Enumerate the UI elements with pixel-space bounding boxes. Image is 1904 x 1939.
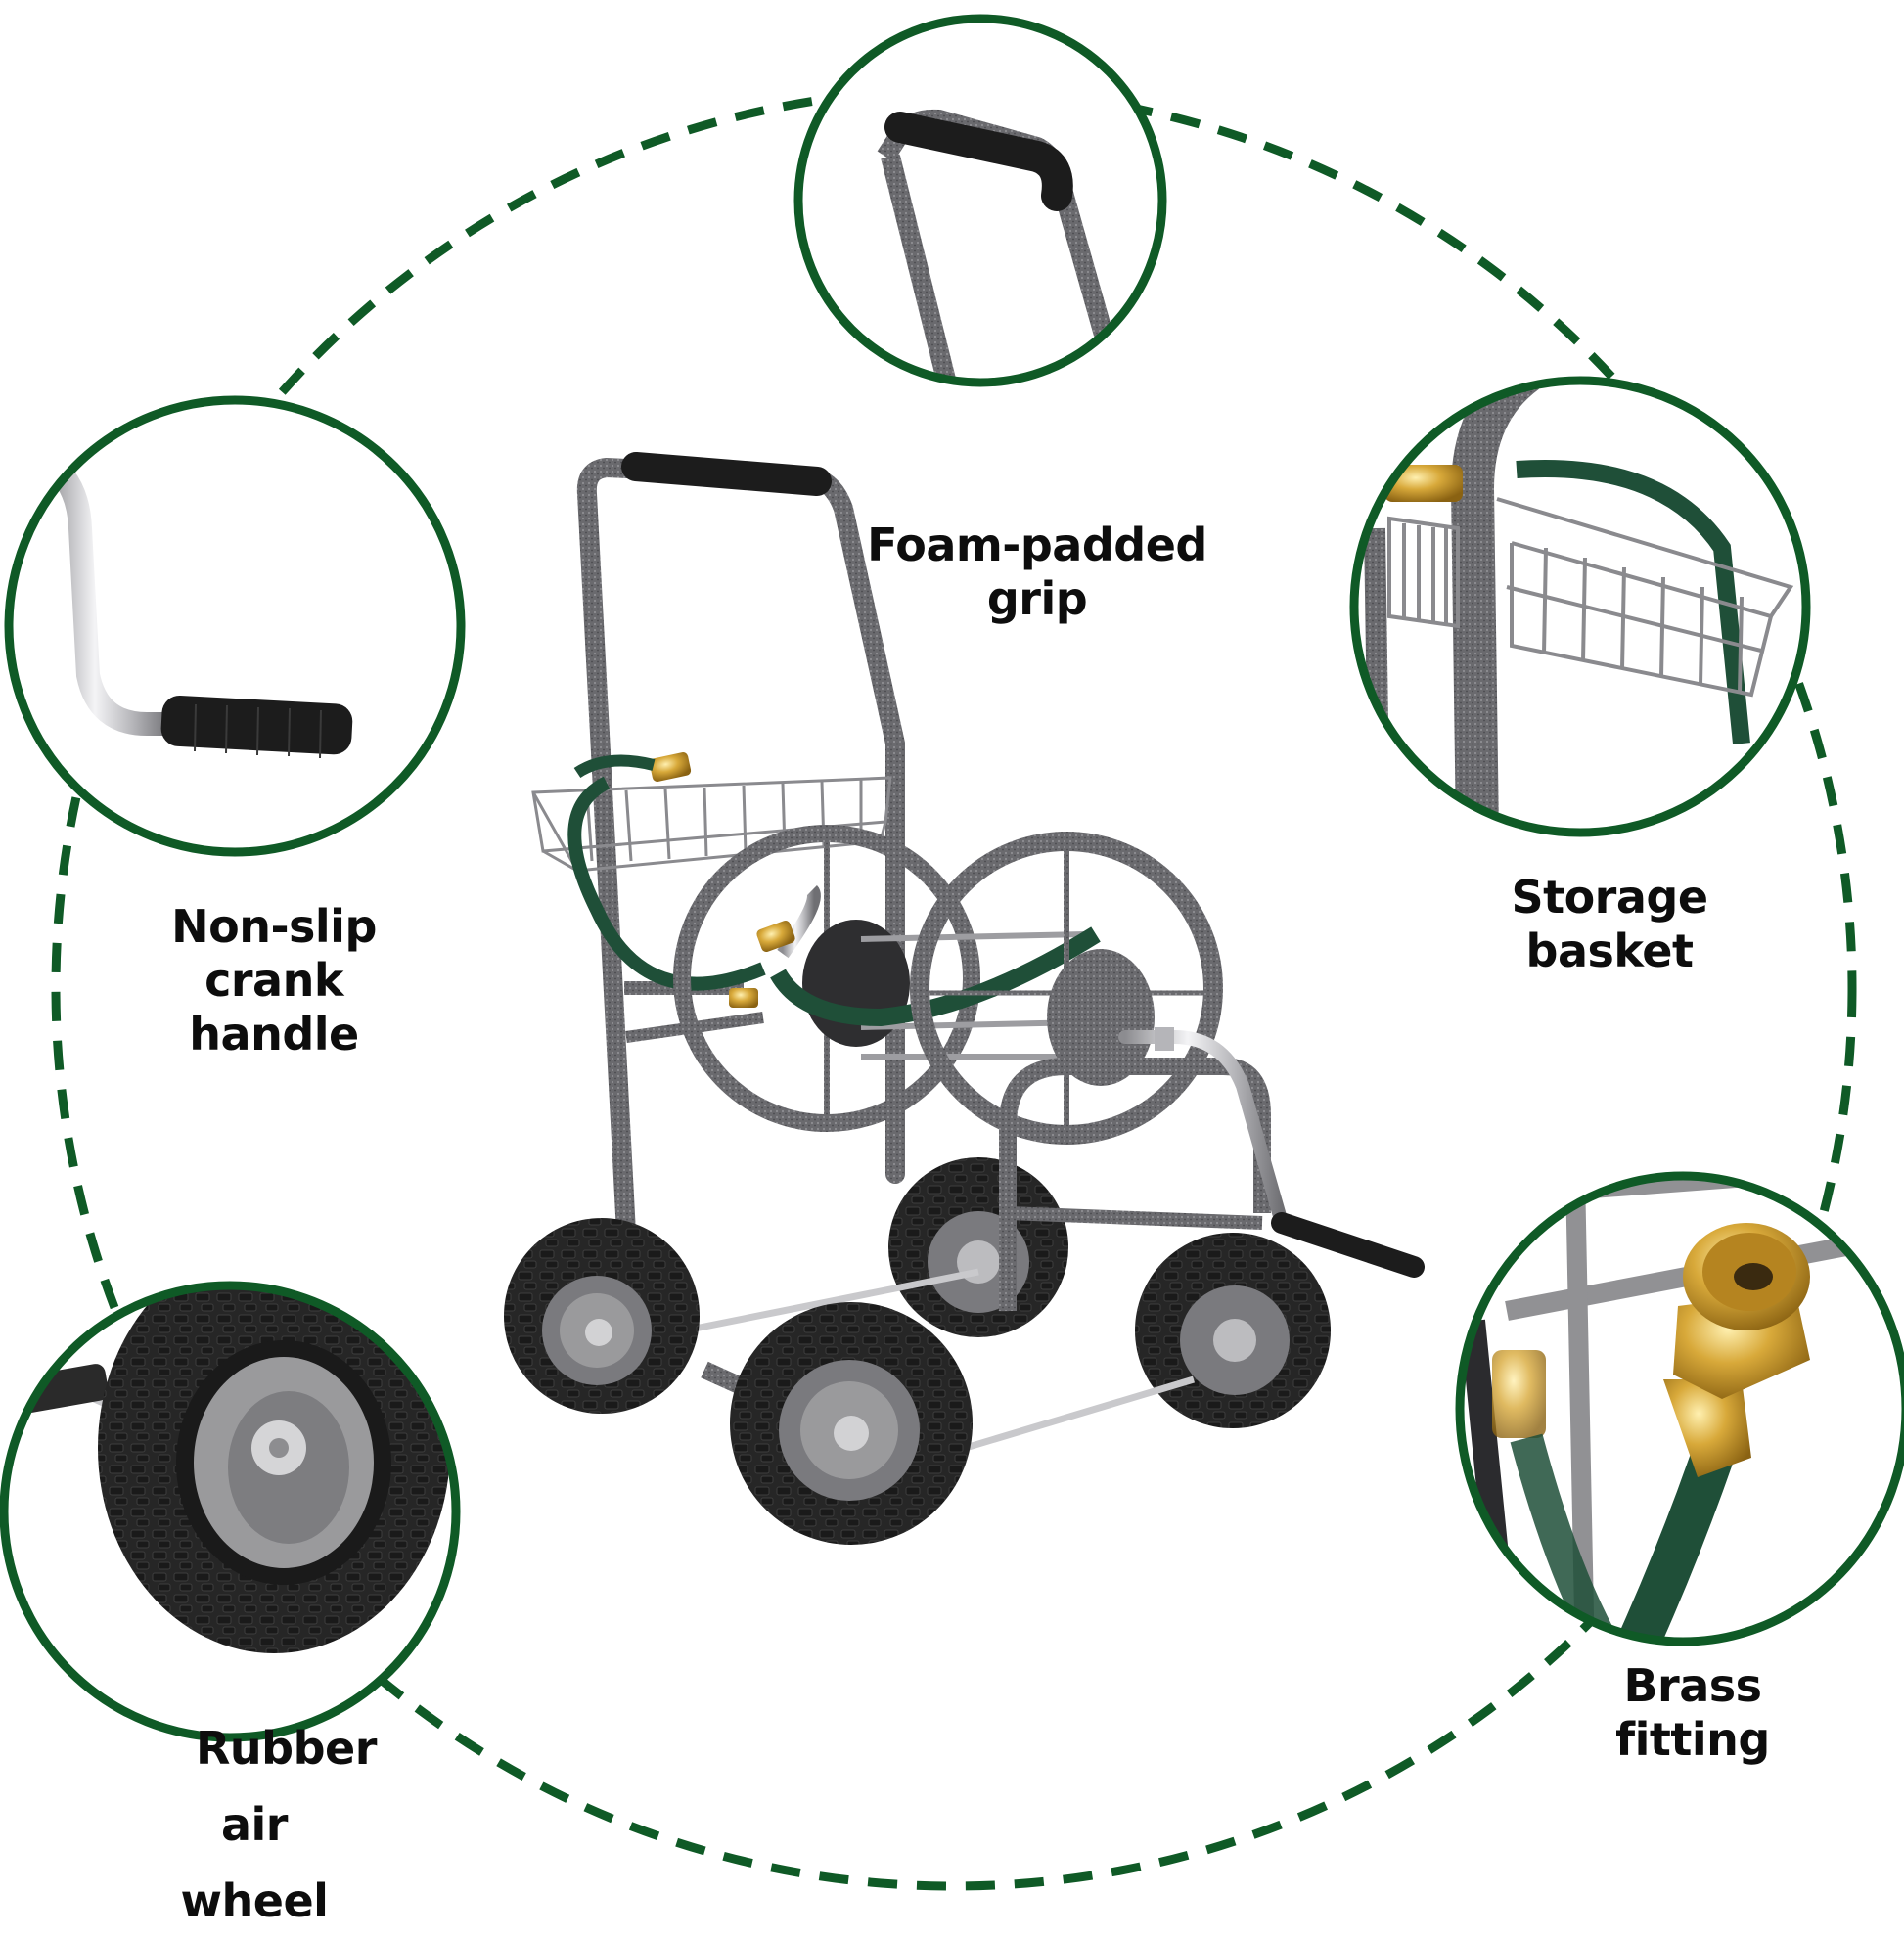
feature-label-grip-line1: Foam-padded [867, 519, 1207, 571]
feature-label-wheel: Rubber air wheel [157, 1710, 378, 1939]
feature-label-crank: Non-slip crank handle [117, 900, 431, 1062]
feature-label-grip: Foam-padded grip [861, 519, 1213, 626]
foam-grip-icon [793, 14, 1167, 387]
feature-label-crank-line2: crank handle [189, 954, 359, 1061]
hose-reel-cart-icon [504, 452, 1425, 1545]
feature-label-wheel-line1: Rubber [196, 1722, 377, 1775]
feature-label-brass: Brass fitting [1546, 1659, 1839, 1767]
crank-handle-icon [4, 395, 466, 857]
feature-label-wheel-line2: air wheel [180, 1798, 329, 1927]
feature-label-grip-line2: grip [986, 572, 1088, 626]
air-wheel-icon [0, 1281, 461, 1742]
feature-label-crank-line1: Non-slip [171, 900, 377, 953]
brass-fitting-icon [1455, 1171, 1904, 1646]
feature-label-basket: Storage basket [1433, 871, 1786, 978]
storage-basket-icon [1349, 376, 1811, 837]
feature-label-basket-line1: Storage basket [1511, 871, 1708, 978]
feature-label-brass-line1: Brass fitting [1615, 1659, 1770, 1767]
